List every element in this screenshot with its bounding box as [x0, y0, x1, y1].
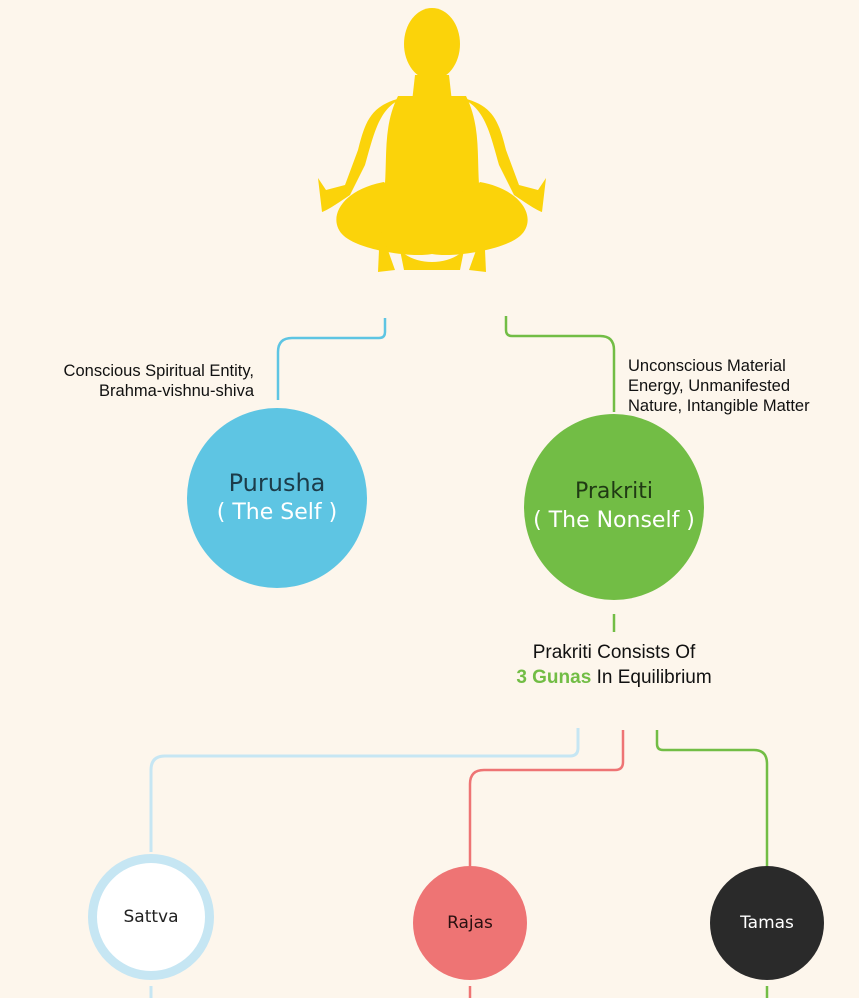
purusha-node: Purusha ( The Self )	[187, 408, 367, 588]
tamas-connector	[655, 730, 769, 866]
meditating-person-icon	[318, 8, 546, 272]
purusha-description: Conscious Spiritual Entity, Brahma-vishn…	[18, 361, 254, 401]
purusha-connector	[276, 318, 387, 400]
prakriti-subtitle: ( The Nonself )	[533, 508, 695, 533]
rajas-label: Rajas	[447, 912, 493, 933]
gunas-caption-line2: 3 Gunas In Equilibrium	[470, 665, 758, 690]
sattva-label: Sattva	[123, 906, 179, 927]
rajas-node: Rajas	[413, 866, 527, 980]
gunas-highlight: 3 Gunas	[516, 667, 592, 688]
prakriti-description-line: Nature, Intangible Matter	[628, 397, 810, 415]
sattva-connector	[149, 728, 580, 852]
purusha-description-line: Brahma-vishnu-shiva	[99, 382, 254, 400]
gunas-caption: Prakriti Consists Of 3 Gunas In Equilibr…	[470, 640, 758, 690]
prakriti-title: Prakriti	[574, 479, 654, 505]
tamas-label: Tamas	[740, 912, 794, 933]
prakriti-connector	[504, 316, 616, 412]
prakriti-node: Prakriti ( The Nonself )	[524, 414, 704, 600]
sattva-node: Sattva	[88, 854, 214, 980]
prakriti-description-line: Unconscious Material	[628, 357, 786, 375]
purusha-description-line: Conscious Spiritual Entity,	[63, 362, 254, 380]
purusha-subtitle: ( The Self )	[216, 500, 338, 526]
prakriti-description-line: Energy, Unmanifested	[628, 377, 791, 395]
rajas-connector	[468, 730, 625, 866]
prakriti-description: Unconscious Material Energy, Unmanifeste…	[628, 356, 858, 416]
purusha-title: Purusha	[228, 469, 326, 498]
gunas-caption-rest: In Equilibrium	[591, 667, 712, 688]
gunas-caption-line1: Prakriti Consists Of	[532, 642, 696, 663]
tamas-node: Tamas	[710, 866, 824, 980]
